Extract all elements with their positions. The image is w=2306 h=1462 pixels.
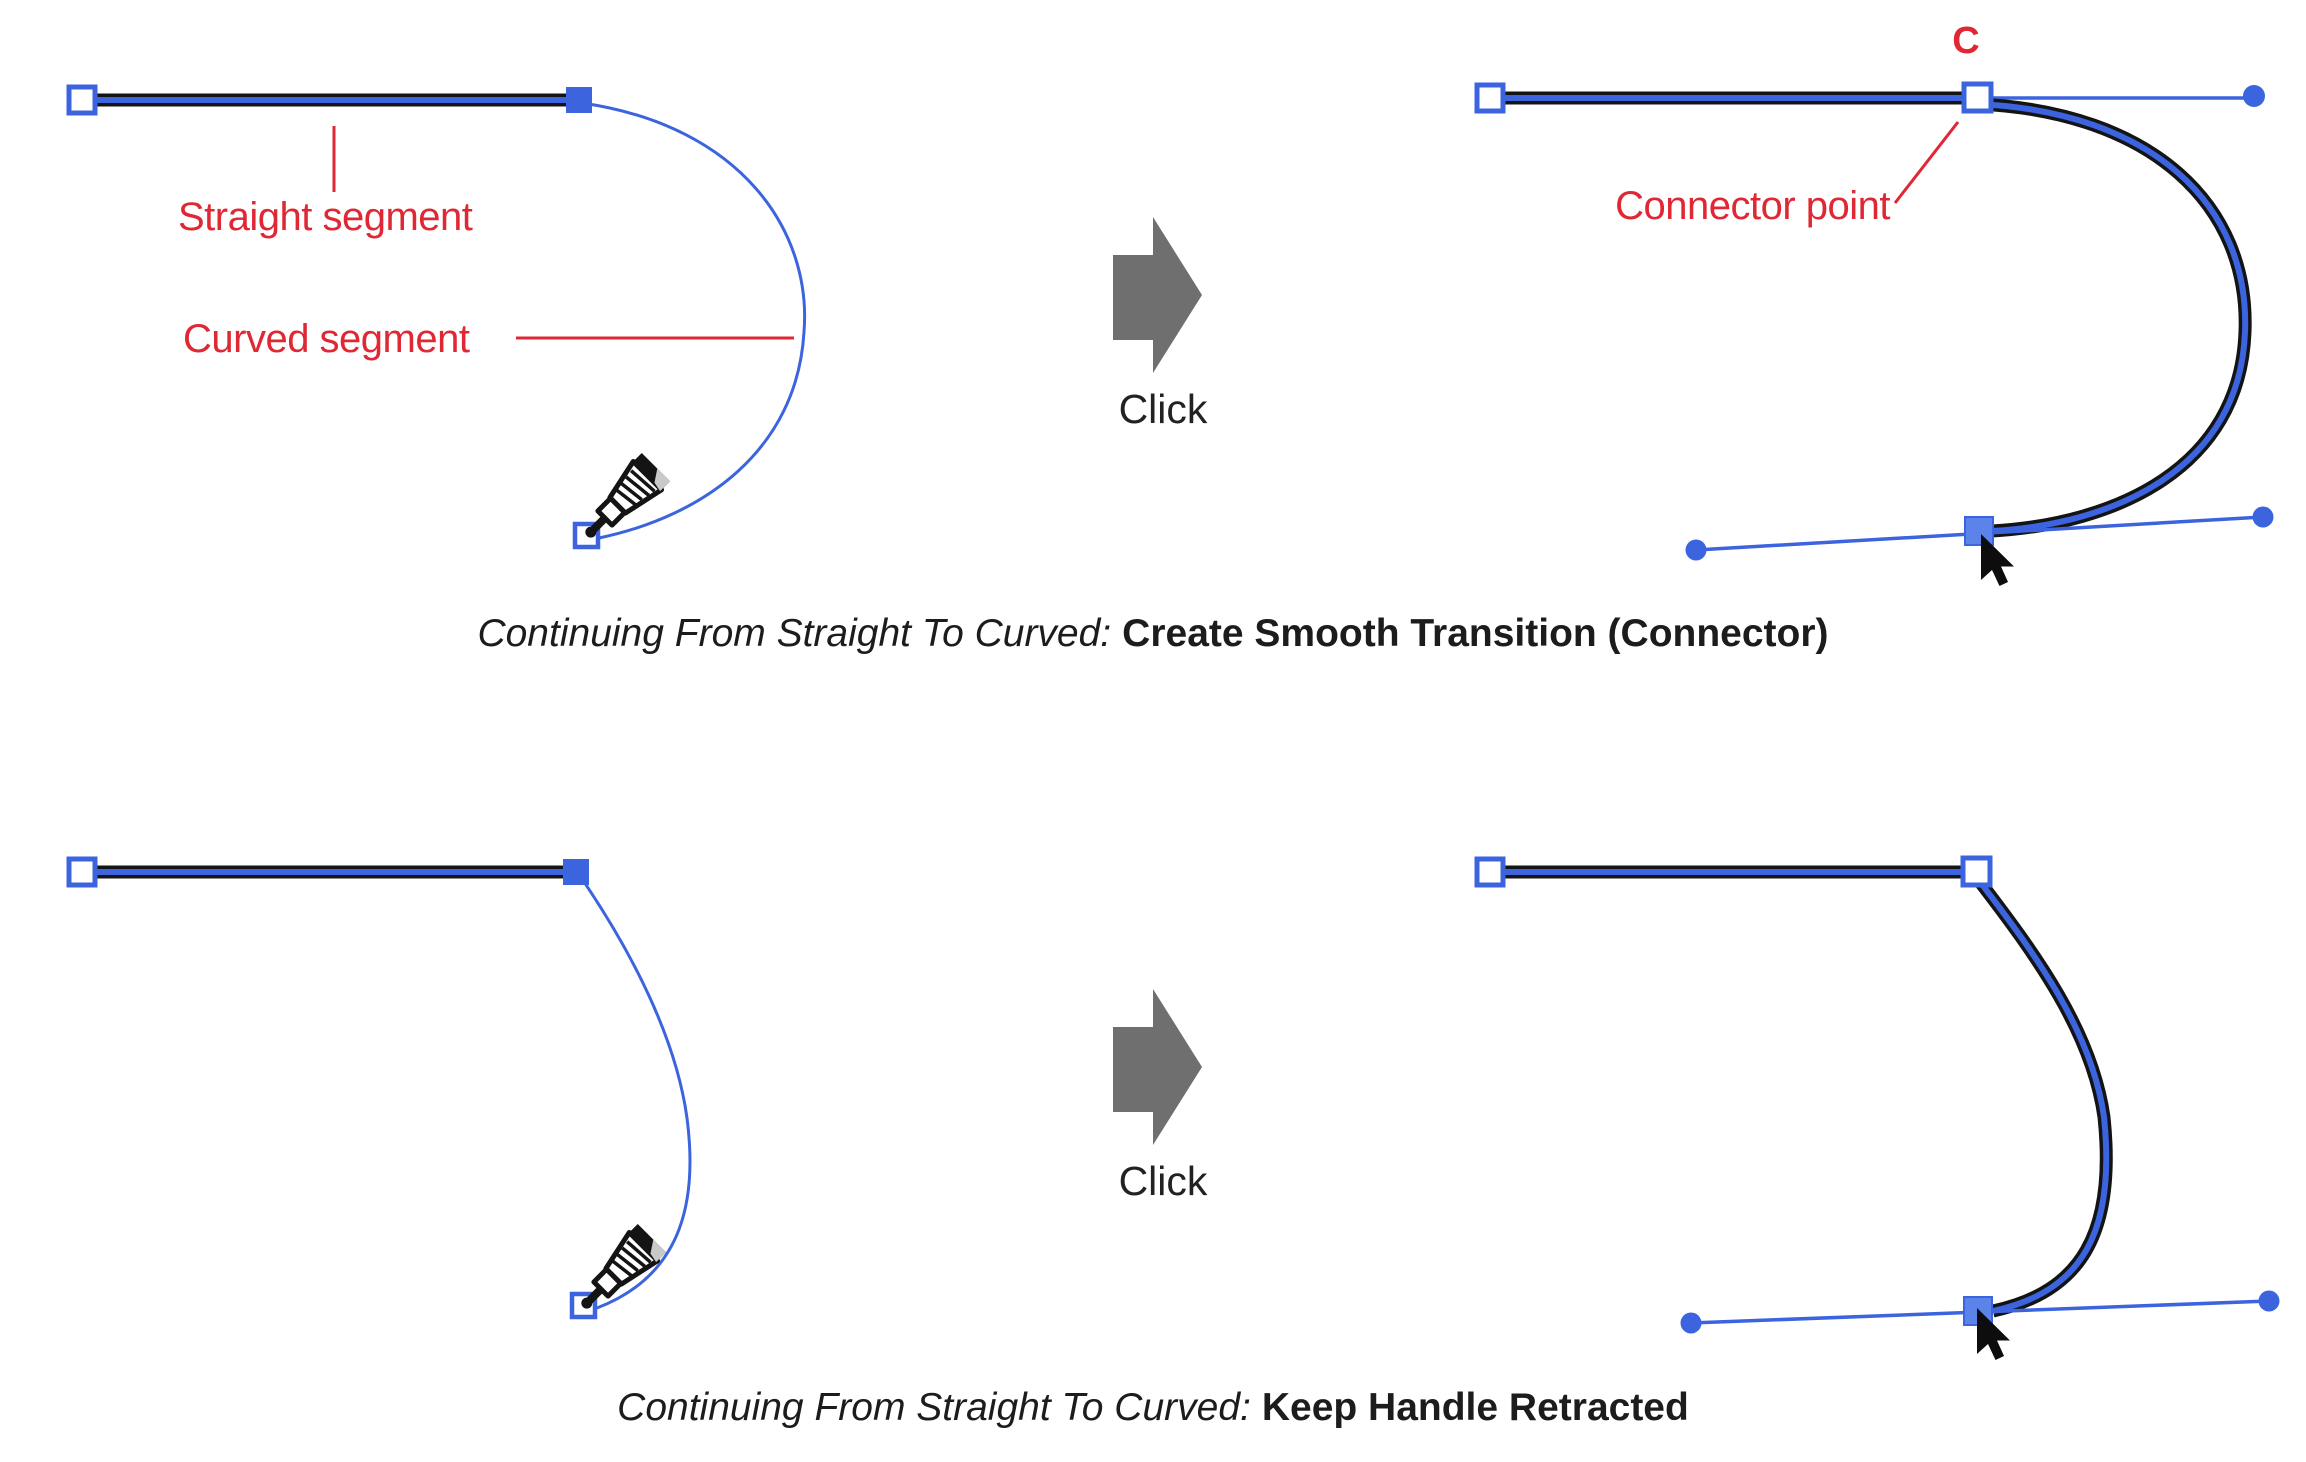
anchor-point-corner (1960, 855, 1993, 888)
connector-anchor-point (1961, 81, 1994, 114)
caption-top-italic: Continuing From Straight To Curved: (477, 612, 1112, 655)
caption-top-bold: Create Smooth Transition (Connector) (1122, 612, 1829, 655)
curved-segment-path (578, 875, 692, 1310)
curved-segment-highlight (1977, 101, 2249, 534)
bottom-handle-endpoint-left (1685, 539, 1707, 561)
connector-point-leader-line (1893, 121, 1960, 204)
straight-segment-label: Straight segment (178, 195, 473, 239)
anchor-point-start (1474, 856, 1506, 888)
anchor-point-corner (566, 87, 592, 113)
bottom-handle-endpoint-right (2258, 1290, 2280, 1312)
caption-bottom-bold: Keep Handle Retracted (1261, 1386, 1689, 1429)
panel-after-retracted (1474, 855, 2280, 1360)
caption-top: Continuing From Straight To Curved:Creat… (0, 612, 2306, 655)
connector-key-label: C (1952, 20, 1980, 62)
caption-bottom: Continuing From Straight To Curved:Keep … (0, 1386, 2306, 1429)
bottom-handle-endpoint-right (2252, 506, 2274, 528)
panel-before-connector (66, 84, 807, 550)
click-label-top: Click (1118, 386, 1208, 432)
curved-segment-stroke (1977, 97, 2252, 538)
curved-segment-path (581, 101, 807, 540)
arrow-right-icon (1113, 989, 1202, 1145)
anchor-point-corner (563, 859, 589, 885)
curved-segment-highlight (1974, 876, 2110, 1314)
curved-segment-label: Curved segment (183, 317, 470, 361)
panel-after-connector (1474, 81, 2274, 586)
click-label-bottom: Click (1118, 1158, 1208, 1204)
anchor-point-start (66, 856, 98, 888)
bottom-handle-endpoint-left (1680, 1312, 1702, 1334)
pen-tool-cursor-icon (573, 453, 670, 550)
panel-before-retracted (66, 856, 692, 1321)
caption-bottom-italic: Continuing From Straight To Curved: (617, 1386, 1251, 1429)
top-handle-endpoint (2243, 85, 2265, 107)
mouse-pointer-icon (1977, 1308, 2010, 1360)
anchor-point-start (1474, 82, 1506, 114)
connector-point-label: Connector point (1615, 184, 1890, 228)
anchor-point-start (66, 84, 98, 116)
mouse-pointer-icon (1981, 534, 2014, 586)
anchor-point-curve-end (1964, 516, 1994, 546)
arrow-right-icon (1113, 217, 1202, 373)
